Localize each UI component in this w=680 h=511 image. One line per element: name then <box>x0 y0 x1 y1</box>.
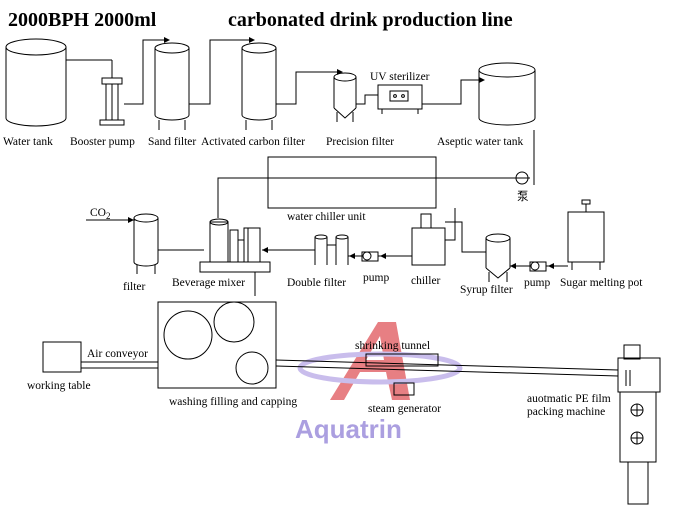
label-filter: filter <box>123 281 146 293</box>
air-conveyor <box>81 362 158 368</box>
sand-filter <box>155 43 189 130</box>
watermark-text: Aquatrin <box>295 414 402 444</box>
shrinking-tunnel <box>366 354 438 366</box>
aseptic-pump <box>512 172 534 185</box>
label-activated-carbon-filter: Activated carbon filter <box>201 136 305 148</box>
watermark-logo-a <box>330 322 410 400</box>
pump-2 <box>530 262 546 271</box>
syrup-filter <box>486 234 510 282</box>
label-co2: CO2 <box>90 207 110 221</box>
label-pump-1: pump <box>363 272 389 284</box>
uv-sterilizer <box>378 85 422 114</box>
label-beverage-mixer: Beverage mixer <box>172 277 245 289</box>
booster-pump <box>100 60 124 125</box>
syrup-to-chiller <box>445 222 486 252</box>
label-shrinking-tunnel: shrinking tunnel <box>355 340 430 352</box>
label-pump-cn: 泵 <box>517 190 529 203</box>
label-sand-filter: Sand filter <box>148 136 196 148</box>
label-aseptic-water-tank: Aseptic water tank <box>437 136 523 148</box>
washing-filling-capping-machine <box>158 302 276 388</box>
sugar-melting-pot <box>568 200 604 270</box>
steam-generator <box>394 383 414 395</box>
activated-carbon-filter <box>242 43 276 130</box>
label-uv-sterilizer: UV sterilizer <box>370 71 430 83</box>
aseptic-water-tank <box>479 63 535 125</box>
label-air-conveyor: Air conveyor <box>87 348 148 360</box>
label-steam-generator: steam generator <box>368 403 441 415</box>
output-conveyor <box>276 360 618 376</box>
label-water-tank: Water tank <box>3 136 53 148</box>
title-line-name: carbonated drink production line <box>228 9 513 31</box>
row1-arrows <box>164 37 485 83</box>
row1-pipes <box>66 40 534 175</box>
label-syrup-filter: Syrup filter <box>460 284 513 296</box>
label-washing-filling-capping: washing filling and capping <box>169 396 297 408</box>
working-table <box>43 342 81 372</box>
double-filter <box>315 235 348 265</box>
label-water-chiller-unit: water chiller unit <box>287 211 366 223</box>
label-working-table: working table <box>27 380 91 392</box>
chiller-to-chiller-unit <box>445 208 455 240</box>
label-packing-line-1: auotmatic PE film <box>527 393 611 405</box>
pe-film-packing-machine <box>618 345 660 504</box>
co2-filter <box>134 214 158 274</box>
label-precision-filter: Precision filter <box>326 136 394 148</box>
label-chiller: chiller <box>411 275 441 287</box>
row2-arrows <box>128 217 554 269</box>
chiller <box>412 214 445 265</box>
pump-1 <box>362 252 378 261</box>
precision-filter <box>334 73 356 122</box>
title-capacity: 2000BPH 2000ml <box>8 9 157 31</box>
label-sugar-melting-pot: Sugar melting pot <box>560 277 643 289</box>
label-double-filter: Double filter <box>287 277 346 289</box>
water-tank <box>6 39 66 126</box>
label-booster-pump: Booster pump <box>70 136 135 148</box>
beverage-mixer <box>200 219 270 296</box>
label-packing-line-2: packing machine <box>527 406 605 418</box>
water-chiller-unit <box>268 157 436 208</box>
label-pump-2: pump <box>524 277 550 289</box>
aseptic-to-mixer-pipe <box>218 178 512 218</box>
